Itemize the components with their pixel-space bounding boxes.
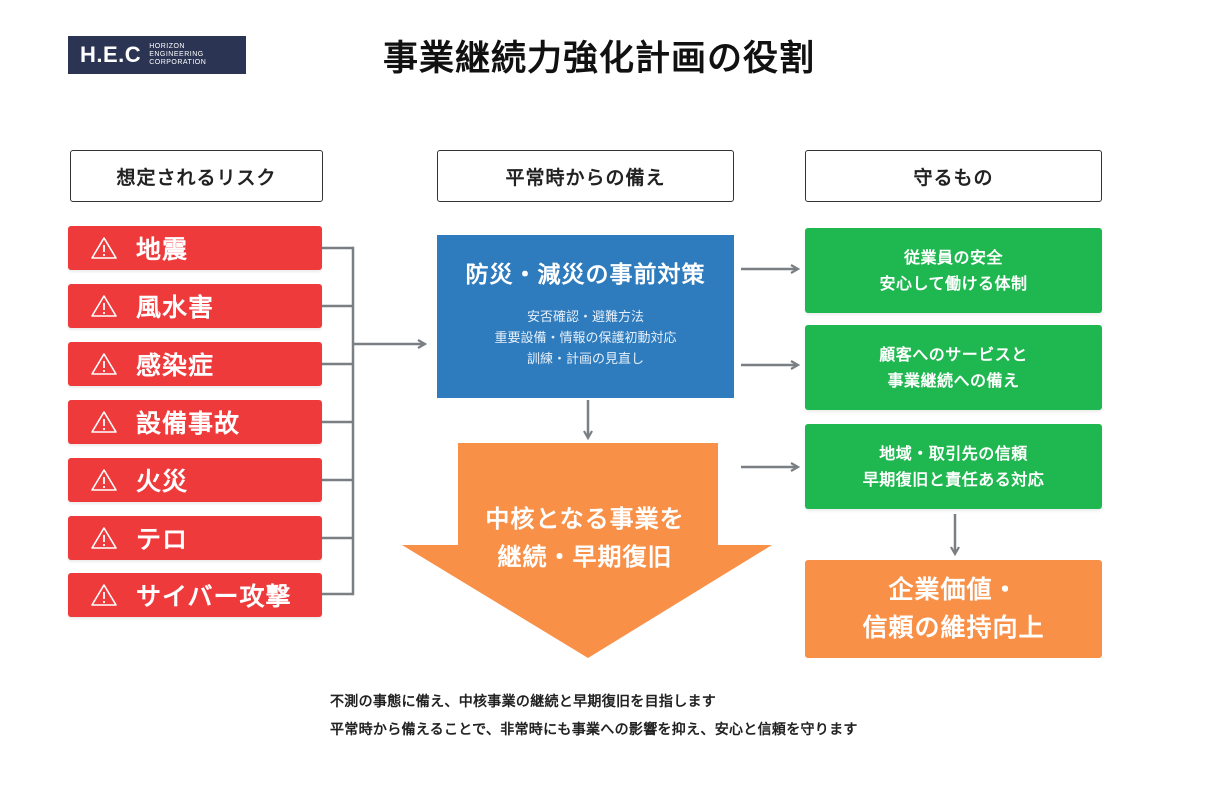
protect-line: 早期復旧と責任ある対応 [862,469,1045,489]
prep-measure: 安否確認・避難方法 [526,310,644,325]
risks-header: 想定されるリスク [70,150,323,202]
risk-item: 火災 [68,458,322,502]
prep-measure: 重要設備・情報の保護初動対応 [494,331,677,346]
prep-header: 平常時からの備え [437,150,734,202]
logo-subtitle: HORIZON ENGINEERING CORPORATION [149,43,206,67]
protect-line: 地域・取引先の信頼 [879,443,1028,463]
warning-icon [90,583,118,607]
warning-icon [90,352,118,376]
logo-sub-line: ENGINEERING [149,51,204,58]
footer-note: 不測の事態に備え、中核事業の継続と早期復旧を目指します 平常時から備えることで、… [330,688,858,744]
risk-label: サイバー攻撃 [136,582,292,611]
logo-mark: H.E.C [80,42,142,67]
protect-line: 従業員の安全 [903,247,1003,267]
prep-title: 防災・減災の事前対策 [465,262,706,288]
protect-box-community: 地域・取引先の信頼 早期復旧と責任ある対応 [805,424,1102,509]
core-line: 継続・早期復旧 [497,543,673,571]
protect-box-employees: 従業員の安全 安心して働ける体制 [805,228,1102,313]
protect-line: 安心して働ける体制 [879,273,1028,293]
company-logo: H.E.C HORIZON ENGINEERING CORPORATION [68,36,246,74]
risk-label: 火災 [136,467,189,496]
prep-measures: 安否確認・避難方法 重要設備・情報の保護初動対応 訓練・計画の見直し [437,307,734,370]
risk-item: 感染症 [68,342,322,386]
risk-label: 地震 [136,235,189,264]
logo-sub-line: CORPORATION [149,59,207,66]
risk-label: 設備事故 [136,409,241,438]
page-title: 事業継続力強化計画の役割 [383,39,816,79]
risk-item: テロ [68,516,322,560]
warning-icon [90,526,118,550]
risk-item: 地震 [68,226,322,270]
protect-header: 守るもの [805,150,1102,202]
core-business-text: 中核となる事業を 継続・早期復旧 [440,500,730,576]
value-line: 信頼の維持向上 [862,613,1045,642]
risk-item: サイバー攻撃 [68,573,322,617]
logo-sub-line: HORIZON [149,43,185,50]
value-line: 企業価値・ [888,575,1019,604]
risk-bracket [322,246,355,596]
risk-label: 風水害 [136,293,215,322]
core-arrow-shape [402,443,772,658]
protect-line: 顧客へのサービスと [879,344,1028,364]
risk-item: 風水害 [68,284,322,328]
risk-item: 設備事故 [68,400,322,444]
prep-box: 防災・減災の事前対策 安否確認・避難方法 重要設備・情報の保護初動対応 訓練・計… [437,235,734,398]
risk-label: 感染症 [136,351,215,380]
warning-icon [90,236,118,260]
warning-icon [90,468,118,492]
protect-box-customers: 顧客へのサービスと 事業継続への備え [805,325,1102,410]
core-line: 中核となる事業を [485,505,685,533]
warning-icon [90,410,118,434]
risk-label: テロ [136,525,189,554]
footer-line: 不測の事態に備え、中核事業の継続と早期復旧を目指します [330,694,717,710]
value-box: 企業価値・ 信頼の維持向上 [805,560,1102,658]
footer-line: 平常時から備えることで、非常時にも事業への影響を抑え、安心と信頼を守ります [330,722,858,738]
prep-measure: 訓練・計画の見直し [526,352,644,367]
protect-line: 事業継続への備え [887,370,1020,390]
warning-icon [90,294,118,318]
